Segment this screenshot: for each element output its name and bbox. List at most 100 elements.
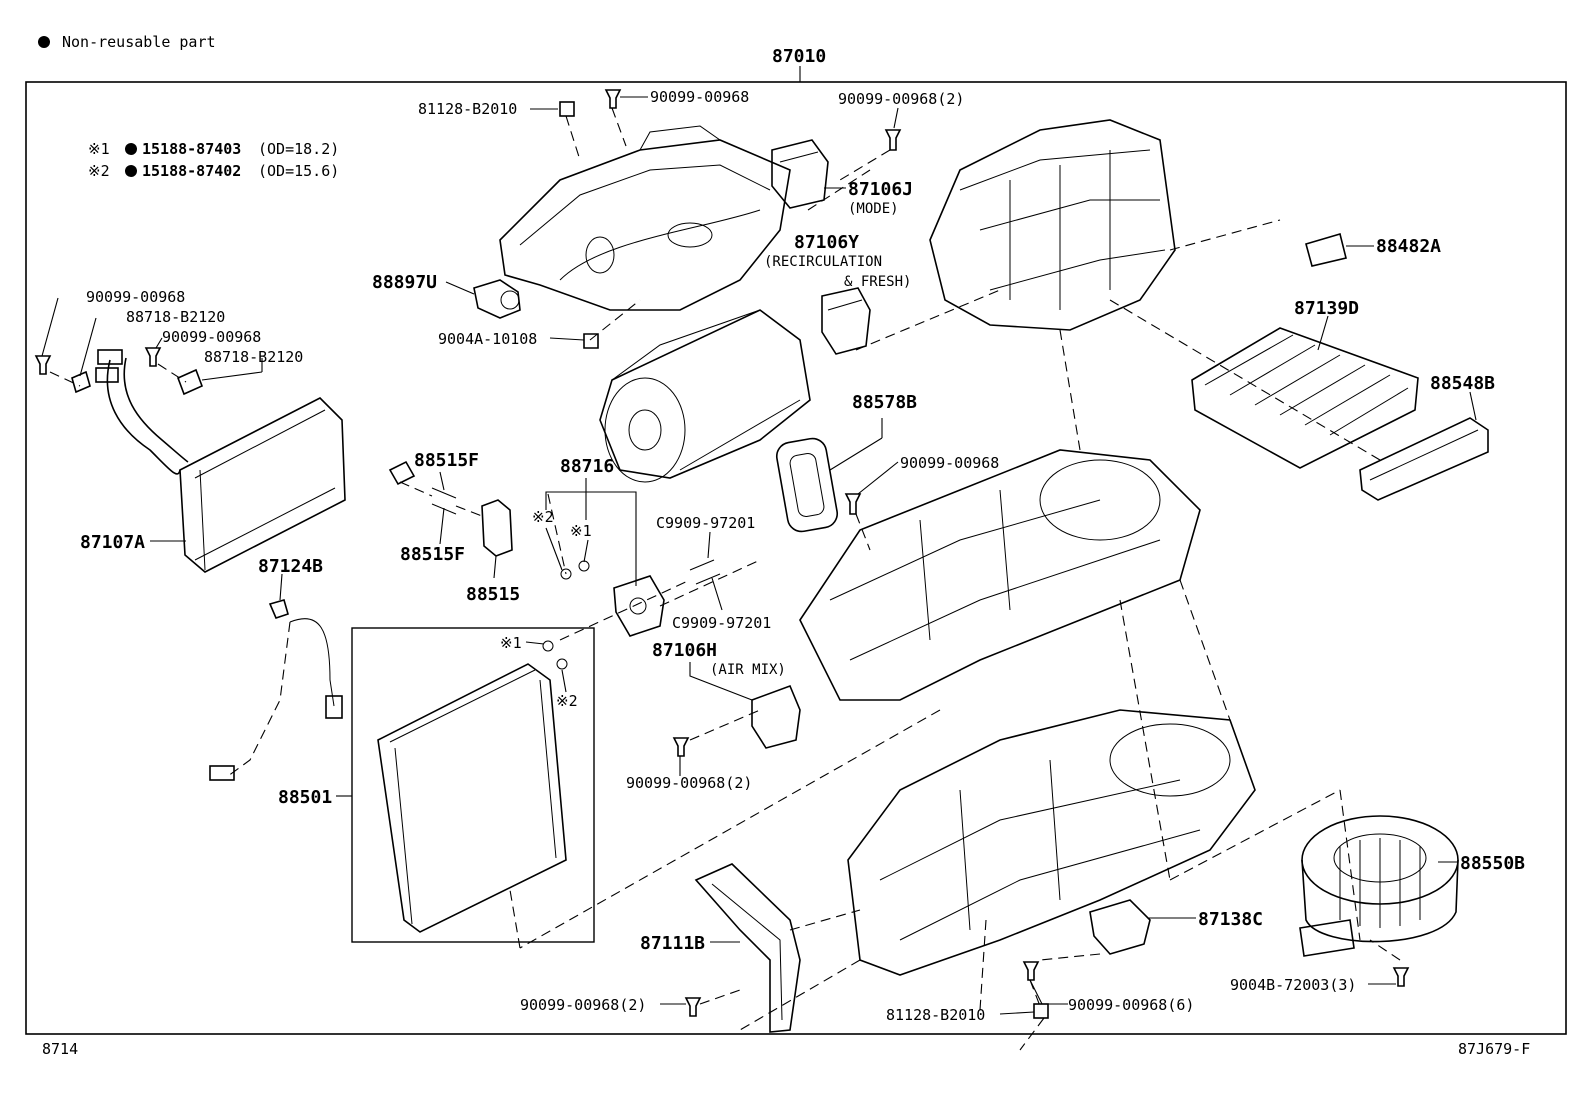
note1-mark: ※1 bbox=[88, 140, 110, 158]
label-88578b[interactable]: 88578B bbox=[852, 392, 917, 413]
label-87107a[interactable]: 87107A bbox=[80, 532, 145, 553]
label-88718-b2120-left2[interactable]: 88718-B2120 bbox=[204, 348, 303, 366]
bolt-9004a-icon bbox=[583, 333, 599, 349]
block-88716-drawing bbox=[613, 575, 665, 637]
label-87124b[interactable]: 87124B bbox=[258, 556, 323, 577]
label-88515[interactable]: 88515 bbox=[466, 584, 520, 605]
screw-9004b-icon bbox=[1392, 967, 1410, 987]
label-87111b[interactable]: 87111B bbox=[640, 933, 705, 954]
label-90099-00968-2-bot[interactable]: 90099-00968(2) bbox=[520, 996, 646, 1014]
blower-scroll-drawing bbox=[599, 309, 811, 483]
label-90099-00968-left2[interactable]: 90099-00968 bbox=[162, 328, 261, 346]
label-87106h[interactable]: 87106H bbox=[652, 640, 717, 661]
mark-1b: ※1 bbox=[500, 634, 522, 652]
note2-spec: (OD=15.6) bbox=[258, 162, 339, 180]
label-87106j-sub: (MODE) bbox=[848, 201, 899, 217]
assembly-dashed-lines bbox=[49, 107, 1401, 1051]
label-88515f-b[interactable]: 88515F bbox=[400, 544, 465, 565]
label-c9909-97201-b[interactable]: C9909-97201 bbox=[672, 614, 771, 632]
duct-87111b-drawing bbox=[694, 863, 801, 1033]
label-90099-00968-6[interactable]: 90099-00968(6) bbox=[1068, 996, 1194, 1014]
clip-81128-top-icon bbox=[559, 101, 575, 117]
servo-87106h-drawing bbox=[751, 684, 801, 749]
label-88550b[interactable]: 88550B bbox=[1460, 853, 1525, 874]
screw-mid-icon bbox=[672, 737, 690, 757]
servo-87106y-drawing bbox=[821, 287, 871, 355]
bracket-88515f-icon bbox=[388, 460, 416, 486]
mark-2b: ※2 bbox=[556, 692, 578, 710]
screw-top-right-icon bbox=[884, 129, 902, 151]
label-87138c[interactable]: 87138C bbox=[1198, 909, 1263, 930]
blower-motor-88550b-drawing bbox=[1299, 815, 1459, 957]
screw-c9909-a-icon bbox=[689, 559, 715, 571]
seal-88578b-drawing bbox=[775, 437, 839, 533]
label-81128-b2010-bot[interactable]: 81128-B2010 bbox=[886, 1006, 985, 1024]
label-81128-b2010-top[interactable]: 81128-B2010 bbox=[418, 100, 517, 118]
note2-mark: ※2 bbox=[88, 162, 110, 180]
o-ring-2b-icon bbox=[556, 658, 568, 670]
sensor-87124b-drawing bbox=[209, 599, 343, 781]
leader-lines bbox=[41, 96, 1477, 1015]
clamp-88718-left1-icon bbox=[71, 370, 91, 394]
label-87106y-sub2: & FRESH) bbox=[844, 274, 911, 290]
upper-case-drawing bbox=[499, 125, 791, 311]
assembly-frame bbox=[25, 81, 1567, 1035]
label-90099-00968-2-top[interactable]: 90099-00968(2) bbox=[838, 90, 964, 108]
label-87106y-sub1: (RECIRCULATION bbox=[764, 254, 882, 270]
note2-part[interactable]: 15188-87402 bbox=[142, 162, 241, 180]
screw-lower-case-icon bbox=[1022, 961, 1040, 981]
note1-spec: (OD=18.2) bbox=[258, 140, 339, 158]
non-reusable-bullet-icon bbox=[125, 143, 137, 155]
label-88515f-a[interactable]: 88515F bbox=[414, 450, 479, 471]
resistor-87138c-drawing bbox=[1089, 899, 1151, 955]
label-87106y[interactable]: 87106Y bbox=[794, 232, 859, 253]
servo-87106j-drawing bbox=[771, 139, 829, 209]
filter-87139d-drawing bbox=[1191, 327, 1419, 469]
mark-2a: ※2 bbox=[532, 508, 554, 526]
label-88482a[interactable]: 88482A bbox=[1376, 236, 1441, 257]
o-ring-2a-icon bbox=[560, 568, 572, 580]
label-87139d[interactable]: 87139D bbox=[1294, 298, 1359, 319]
label-88718-b2120-left1[interactable]: 88718-B2120 bbox=[126, 308, 225, 326]
label-9004a-10108[interactable]: 9004A-10108 bbox=[438, 330, 537, 348]
footer-right-code: 87J679-F bbox=[1458, 1040, 1530, 1058]
plate-88482a-drawing bbox=[1305, 232, 1347, 267]
screw-c9909-b-icon bbox=[695, 573, 721, 585]
motor-88897u-drawing bbox=[473, 279, 521, 319]
lower-case-drawing bbox=[847, 709, 1256, 976]
right-upper-case-drawing bbox=[929, 119, 1176, 331]
screw-bottom-icon bbox=[684, 997, 702, 1017]
label-87106j[interactable]: 87106J bbox=[848, 179, 913, 200]
mark-1a: ※1 bbox=[570, 522, 592, 540]
label-90099-00968-top[interactable]: 90099-00968 bbox=[650, 88, 749, 106]
non-reusable-bullet-icon bbox=[125, 165, 137, 177]
middle-case-drawing bbox=[799, 449, 1201, 701]
label-87106h-sub: (AIR MIX) bbox=[710, 662, 786, 678]
label-88501[interactable]: 88501 bbox=[278, 787, 332, 808]
label-90099-00968-left1[interactable]: 90099-00968 bbox=[86, 288, 185, 306]
expansion-valve-88515-drawing bbox=[481, 499, 513, 557]
label-c9909-97201-a[interactable]: C9909-97201 bbox=[656, 514, 755, 532]
label-88716[interactable]: 88716 bbox=[560, 456, 614, 477]
label-88897u[interactable]: 88897U bbox=[372, 272, 437, 293]
legend-non-reusable: Non-reusable part bbox=[62, 33, 216, 51]
evaporator-box bbox=[351, 627, 595, 943]
label-9004b-72003-3[interactable]: 9004B-72003(3) bbox=[1230, 976, 1356, 994]
footer-left-code: 8714 bbox=[42, 1040, 78, 1058]
non-reusable-bullet-icon bbox=[38, 36, 50, 48]
label-88548b[interactable]: 88548B bbox=[1430, 373, 1495, 394]
note1-part[interactable]: 15188-87403 bbox=[142, 140, 241, 158]
clamp-88718-left2-icon bbox=[176, 368, 204, 396]
evaporator-88501-drawing bbox=[377, 663, 567, 933]
label-90099-00968-mid[interactable]: 90099-00968 bbox=[900, 454, 999, 472]
bolt-88515f-a-icon bbox=[431, 487, 457, 499]
screw-mid-case-icon bbox=[844, 493, 862, 515]
o-ring-1b-icon bbox=[542, 640, 554, 652]
cover-88548b-drawing bbox=[1359, 417, 1489, 501]
assembly-number[interactable]: 87010 bbox=[772, 46, 826, 67]
screw-top-icon bbox=[604, 89, 622, 109]
o-ring-1a-icon bbox=[578, 560, 590, 572]
heater-core-87107a-drawing bbox=[95, 349, 346, 573]
label-90099-00968-2-mid[interactable]: 90099-00968(2) bbox=[626, 774, 752, 792]
